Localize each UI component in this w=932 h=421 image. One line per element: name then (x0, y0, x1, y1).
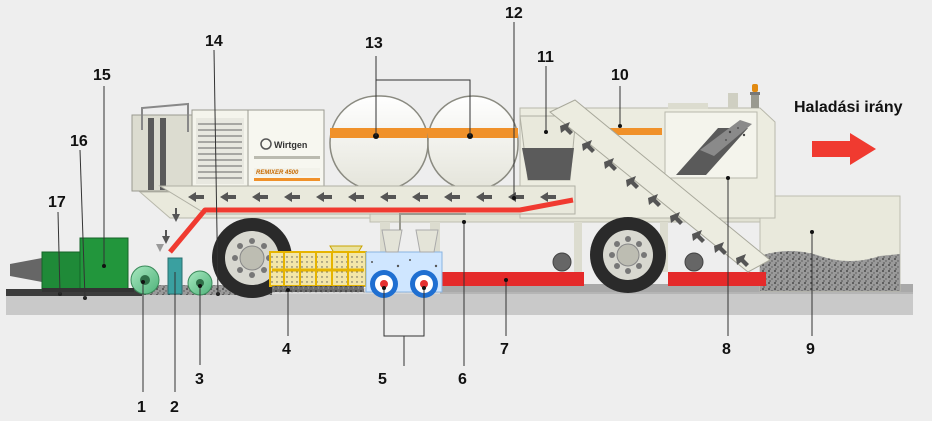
red-transfer-line (168, 197, 574, 254)
conveyor-arrow-icon (162, 230, 170, 244)
tank-left (329, 95, 429, 191)
conveyor-arrow-icon (348, 192, 364, 202)
conveyor-arrow-icon (188, 192, 204, 202)
callout-13: 13 (365, 35, 383, 52)
brand-panel: Wirtgen REMIXER 4500 (247, 109, 325, 191)
conveyor-arrow-icon (220, 192, 236, 202)
callout-8: 8 (722, 341, 731, 358)
callout-5: 5 (378, 371, 387, 388)
conveyor-arrow-icon (560, 122, 573, 135)
callout-14: 14 (205, 33, 223, 50)
tank-right (427, 95, 519, 191)
main-conveyor-band (158, 185, 576, 215)
callout-17: 17 (48, 194, 66, 211)
heating-unit (269, 245, 367, 292)
conveyor-arrow-icon (626, 176, 639, 189)
model-text: REMIXER 4500 (256, 170, 299, 176)
conveyor-arrow-icon (508, 192, 524, 202)
new-asphalt-layer (6, 289, 142, 296)
callout-15: 15 (93, 67, 111, 84)
conveyor-arrow-icon (540, 192, 556, 202)
compaction-roller-rear (130, 265, 160, 295)
front-wheel (590, 217, 666, 293)
conveyor-arrow-icon (316, 192, 332, 202)
callout-16: 16 (70, 133, 88, 150)
green-roller-machine (10, 237, 134, 292)
conveyor-arrow-icon (604, 158, 617, 171)
road-base (6, 293, 913, 315)
material-chute (676, 120, 752, 175)
callout-3: 3 (195, 371, 204, 388)
conveyor-arrows-inclined (560, 122, 749, 267)
callout-6: 6 (458, 371, 467, 388)
conveyor-arrows-main (162, 192, 556, 244)
callout-9: 9 (806, 341, 815, 358)
conveyor-arrow-icon (476, 192, 492, 202)
callout-2: 2 (170, 399, 179, 416)
callout-11: 11 (537, 49, 554, 66)
inclined-conveyor (549, 99, 771, 273)
leader-dots (102, 124, 814, 292)
callout-12: 12 (505, 5, 523, 22)
callout-10: 10 (611, 67, 629, 84)
conveyor-arrow-icon (412, 192, 428, 202)
conveyor-arrow-icon (692, 230, 705, 243)
conveyor-arrow-icon (284, 192, 300, 202)
brand-text: Wirtgen (274, 140, 307, 150)
beacon-light-icon (750, 84, 760, 95)
conveyor-arrow-icon (714, 242, 727, 255)
front-rail (668, 272, 766, 286)
conveyor-arrow-icon (736, 254, 749, 267)
conveyor-arrow-icon (444, 192, 460, 202)
conveyor-arrow-icon (252, 192, 268, 202)
direction-label: Haladási irány (794, 99, 903, 116)
conveyor-arrow-icon (172, 208, 180, 222)
direction-arrow-icon (812, 133, 876, 165)
callout-7: 7 (500, 341, 509, 358)
rear-rail (436, 272, 584, 286)
binder-pipe (399, 213, 466, 230)
conveyor-arrow-icon (670, 212, 683, 225)
conveyor-arrow-icon (380, 192, 396, 202)
callout-1: 1 (137, 399, 146, 416)
guide-roller-left (552, 252, 572, 272)
milling-rotors (365, 229, 443, 298)
leader-lines (57, 22, 813, 392)
conveyor-arrow-icon (648, 194, 661, 207)
front-hopper (759, 195, 901, 292)
old-surface (440, 284, 913, 292)
guide-roller-right (684, 252, 704, 272)
conveyor-arrow-icon (582, 140, 595, 153)
engine-grille (196, 118, 244, 184)
callout-4: 4 (282, 341, 291, 358)
